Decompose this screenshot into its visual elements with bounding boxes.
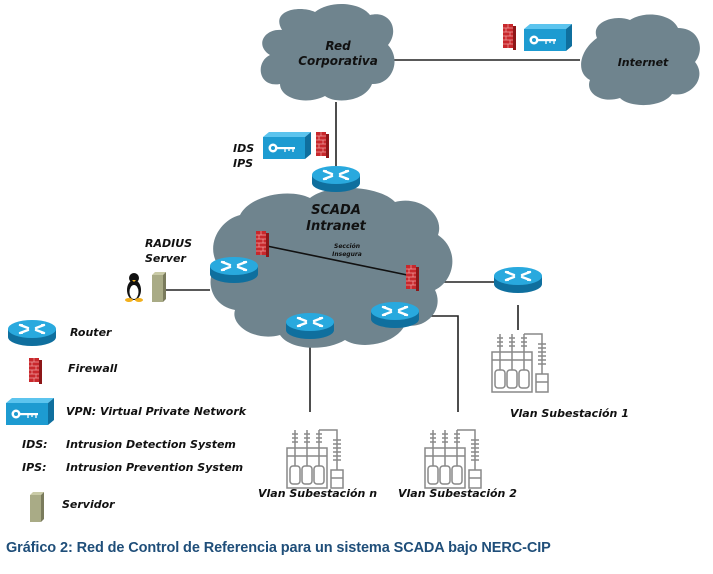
router-icon	[284, 311, 336, 341]
cloud-scada-line2: Intranet	[306, 219, 367, 234]
legend-vpn-icon	[5, 397, 55, 426]
firewall-icon	[502, 23, 517, 51]
router-icon	[208, 255, 260, 285]
ips-label: IPS	[233, 157, 253, 170]
cloud-internet: Internet	[581, 14, 700, 106]
cloud-red-corporativa: Red Corporativa	[260, 4, 395, 101]
legend-router-label: Router	[70, 326, 112, 339]
insecure-section-link	[261, 244, 413, 277]
router-icon	[369, 300, 421, 330]
legend-firewall-label: Firewall	[68, 362, 118, 375]
legend-server-icon	[30, 492, 44, 522]
legend-router-icon	[6, 318, 58, 348]
legend-ips-abbr: IPS:	[22, 461, 46, 474]
substation-n-icon	[286, 429, 344, 489]
firewall-icon	[255, 230, 270, 258]
linux-penguin-icon	[125, 273, 143, 302]
cloud-corporate-line2: Corporativa	[298, 54, 378, 68]
legend-firewall-icon	[28, 357, 43, 385]
radius-label-line1: RADIUS	[145, 237, 192, 250]
figure-caption: Gráfico 2: Red de Control de Referencia …	[6, 540, 551, 556]
radius-server-icon	[152, 272, 166, 302]
substation-1-label: Vlan Subestación 1	[510, 407, 629, 420]
radius-label-line2: Server	[145, 252, 186, 265]
vpn-icon	[523, 23, 573, 52]
legend-vpn-label: VPN: Virtual Private Network	[66, 405, 247, 418]
ids-label: IDS	[233, 142, 254, 155]
firewall-icon	[405, 264, 420, 292]
link-router-vlan2	[418, 315, 459, 412]
substation-2-icon	[424, 429, 482, 489]
legend-ids-abbr: IDS:	[22, 438, 48, 451]
legend-ids-desc: Intrusion Detection System	[66, 438, 236, 451]
firewall-icon	[315, 131, 330, 159]
router-icon	[310, 164, 362, 194]
substation-n-label: Vlan Subestación n	[258, 487, 377, 500]
cloud-scada-line1: SCADA	[311, 203, 361, 218]
cloud-internet-label: Internet	[618, 56, 669, 69]
router-icon	[492, 265, 544, 295]
legend-server-label: Servidor	[62, 498, 115, 511]
legend: Router Firewall VPN: Virtual Private Net…	[5, 318, 247, 522]
insecure-section-line1: Sección	[334, 243, 360, 250]
ids-ips-vpn-icon	[262, 131, 312, 160]
substation-2-label: Vlan Subestación 2	[398, 487, 517, 500]
cloud-corporate-line1: Red	[325, 39, 351, 53]
substation-1-icon	[491, 333, 549, 393]
legend-ips-desc: Intrusion Prevention System	[66, 461, 243, 474]
insecure-section-line2: Insegura	[332, 251, 362, 258]
